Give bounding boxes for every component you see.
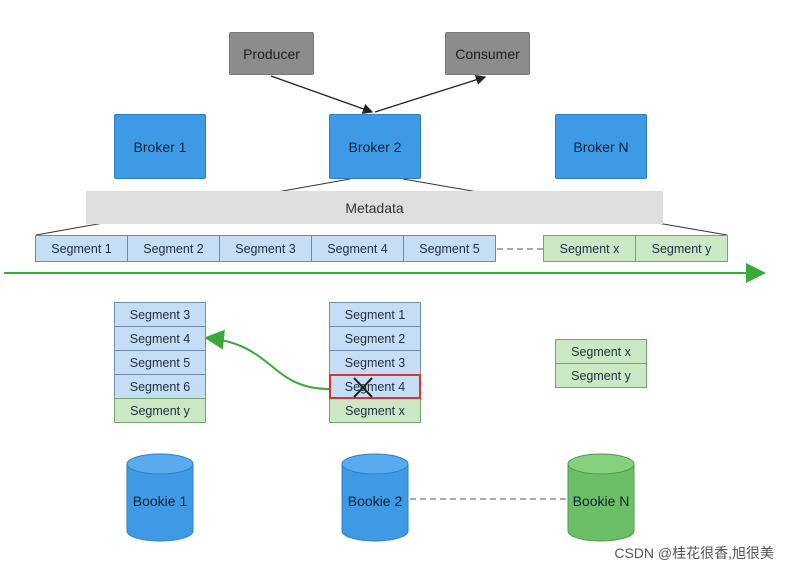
bookie-2-label: Bookie 2 xyxy=(347,493,403,509)
failed-segment: Segment 4 xyxy=(329,374,421,399)
segment-bar-item: Segment 1 xyxy=(35,235,128,262)
metadata-label: Metadata xyxy=(345,199,404,216)
segment-bar-item: Segment x xyxy=(543,235,636,262)
broker-to-consumer-arrow xyxy=(374,74,487,113)
stack-segment: Segment 4 xyxy=(114,326,206,351)
segment-bar-item: Segment 3 xyxy=(219,235,312,262)
segment-bar-item: Segment 5 xyxy=(403,235,496,262)
bookie-n-label: Bookie N xyxy=(572,493,630,509)
consumer-box: Consumer xyxy=(445,32,530,75)
recovery-arrow xyxy=(204,329,331,390)
cross-icon xyxy=(353,377,373,398)
bookie-n-segment-stack: Segment x Segment y xyxy=(555,339,647,388)
stack-segment: Segment 1 xyxy=(329,302,421,327)
broker-1-label: Broker 1 xyxy=(133,138,187,155)
broker-n-box: Broker N xyxy=(555,114,647,179)
stack-segment: Segment y xyxy=(555,363,647,388)
producer-label: Producer xyxy=(243,45,300,62)
bookie-2-segment-stack: Segment 1 Segment 2 Segment 3 Segment 4 … xyxy=(329,302,421,423)
stack-segment: Segment 6 xyxy=(114,374,206,399)
segment-bar-item: Segment 4 xyxy=(311,235,404,262)
stack-segment: Segment 5 xyxy=(114,350,206,375)
bookie-n-cylinder xyxy=(567,453,635,542)
producer-box: Producer xyxy=(229,32,314,75)
bookie-1-label: Bookie 1 xyxy=(132,493,188,509)
broker-1-box: Broker 1 xyxy=(114,114,206,179)
stack-segment: Segment x xyxy=(329,398,421,423)
watermark-text: CSDN @桂花很香,旭很美 xyxy=(614,545,774,561)
stack-segment: Segment y xyxy=(114,398,206,423)
stack-segment: Segment 3 xyxy=(329,350,421,375)
stack-segment: Segment x xyxy=(555,339,647,364)
segment-bar-item: Segment 2 xyxy=(127,235,220,262)
bookie-2-cylinder xyxy=(341,453,409,542)
consumer-label: Consumer xyxy=(455,45,520,62)
producer-to-broker-arrow xyxy=(270,75,374,114)
stack-segment: Segment 2 xyxy=(329,326,421,351)
metadata-band: Metadata xyxy=(86,191,663,224)
broker-2-label: Broker 2 xyxy=(348,138,402,155)
stack-segment: Segment 3 xyxy=(114,302,206,327)
segment-bar-blue: Segment 1 Segment 2 Segment 3 Segment 4 … xyxy=(35,235,496,262)
segment-bar-item: Segment y xyxy=(635,235,728,262)
broker-2-box: Broker 2 xyxy=(329,114,421,179)
bookie-1-segment-stack: Segment 3 Segment 4 Segment 5 Segment 6 … xyxy=(114,302,206,423)
broker-n-label: Broker N xyxy=(573,138,629,155)
bookie-1-cylinder xyxy=(126,453,194,542)
segment-bar-green: Segment x Segment y xyxy=(543,235,728,262)
